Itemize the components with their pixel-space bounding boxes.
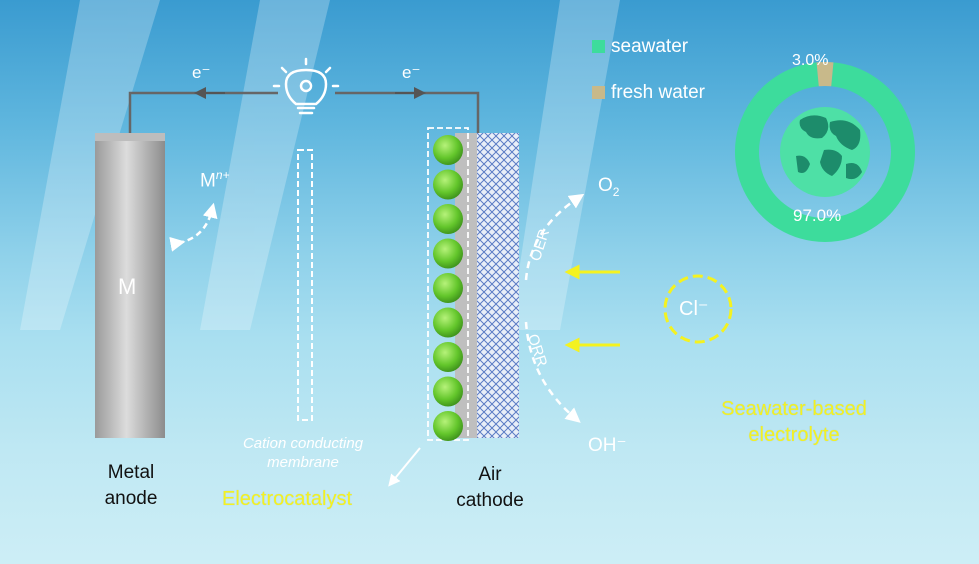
legend-label-seawater: seawater — [611, 36, 689, 57]
oxygen-subscript: 2 — [612, 184, 620, 199]
electron-label-left: e⁻ — [192, 63, 211, 82]
electrolyte-label-line2: electrolyte — [748, 424, 840, 446]
catalyst-particle — [433, 411, 463, 441]
catalyst-particle — [433, 376, 463, 407]
electrolyte-label-line1: Seawater-based — [721, 398, 867, 420]
lightbulb-gear-icon — [272, 57, 340, 115]
air-cathode — [455, 133, 519, 438]
hydroxide-label: OH⁻ — [588, 435, 627, 456]
electrolyte-label: Seawater-based electrolyte — [688, 396, 900, 448]
chloride-ion-circle — [663, 274, 733, 344]
electrocatalyst-particles — [433, 135, 463, 441]
anode-label: Metal anode — [94, 460, 168, 512]
catalyst-particle — [433, 169, 463, 200]
cation-membrane — [297, 149, 313, 421]
catalyst-particle — [433, 238, 463, 269]
cathode-label: Air cathode — [452, 462, 528, 514]
fresh-percent-label: 3.0% — [792, 52, 829, 69]
orr-arc-arrow — [524, 321, 581, 423]
chloride-label: Cl⁻ — [679, 298, 709, 320]
membrane-label-line2: membrane — [267, 454, 339, 471]
anode-label-line2: anode — [104, 488, 158, 509]
legend-swatch-fresh — [592, 86, 605, 99]
cathode-label-line2: cathode — [456, 490, 524, 511]
legend-label-fresh: fresh water — [611, 82, 705, 103]
light-rays — [20, 0, 620, 330]
catalyst-particle — [433, 273, 463, 303]
ion-exchange-arrow — [169, 202, 218, 252]
metal-ion-charge: n+ — [215, 168, 230, 182]
legend-swatch-seawater — [592, 40, 605, 53]
catalyst-particle — [433, 307, 463, 338]
external-circuit — [128, 87, 480, 133]
electron-label-right: e⁻ — [402, 63, 421, 82]
anode-symbol: M — [118, 274, 137, 299]
electrocatalyst-pointer-arrow — [388, 447, 421, 487]
electrocatalyst-label: Electrocatalyst — [222, 488, 353, 510]
oxygen-label: O2 — [598, 175, 619, 199]
anode-label-line1: Metal — [107, 462, 155, 483]
membrane-label: Cation conducting membrane — [218, 434, 388, 472]
seawater-percent-label: 97.0% — [793, 206, 842, 225]
globe-icon — [780, 107, 870, 197]
oer-arc-arrow — [524, 193, 585, 281]
donut-segment-seawater — [735, 62, 915, 242]
catalyst-particle — [433, 135, 463, 165]
metal-ion-base: M — [200, 170, 216, 192]
oxygen-base: O — [598, 175, 613, 196]
metal-anode — [95, 133, 165, 438]
water-ratio-donut — [735, 62, 915, 242]
catalyst-particle — [433, 342, 463, 372]
membrane-label-line1: Cation conducting — [242, 435, 364, 452]
cathode-label-line1: Air — [478, 464, 502, 485]
metal-ion-label: Mn+ — [200, 168, 230, 192]
catalyst-particle — [433, 204, 463, 234]
